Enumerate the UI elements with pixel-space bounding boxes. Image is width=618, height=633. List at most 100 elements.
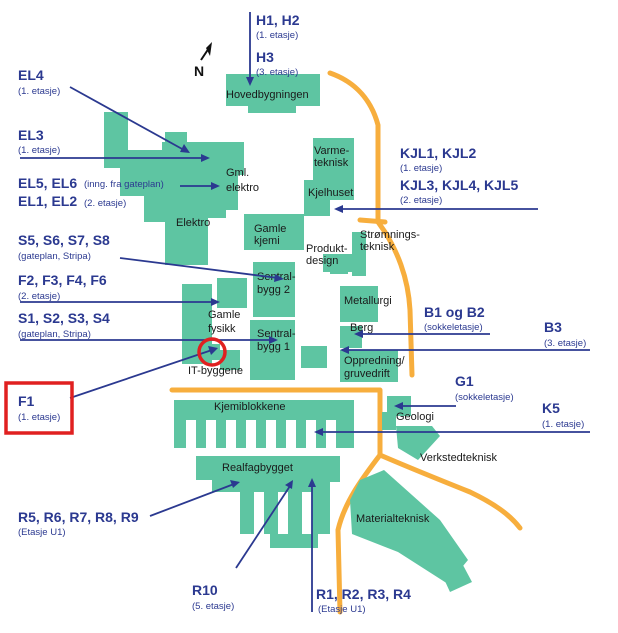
elektro-building [104,112,244,265]
sentralbygg-1-building [250,320,295,380]
building-name-strom-1: Strømnings- [360,229,420,241]
arrow-b3 [340,346,590,354]
room-floor-k5: (1. etasje) [542,419,584,430]
room-floor-s5s8: (gateplan, Stripa) [18,251,91,262]
building-name-verksted: Verkstedteknisk [420,452,498,464]
sentralbygg-2-wing [217,278,247,308]
it-highlight-circle [197,337,227,367]
building-name-sentral1-2: bygg 1 [257,341,290,353]
building-name-produkt-1: Produkt- [306,243,348,255]
building-name-kjelhuset: Kjelhuset [308,187,353,199]
room-label-r5r9: R5, R6, R7, R8, R9 [18,509,139,525]
realfagbygget-south-block [270,534,318,548]
building-name-metallurgi: Metallurgi [344,295,392,307]
room-label-kjl12: KJL1, KJL2 [400,145,476,161]
building-name-berg: Berg [350,322,373,334]
building-labels: Hovedbygningen Varme- teknisk Kjelhuset … [176,89,498,525]
room-floor-el1el2: (2. etasje) [84,198,126,209]
building-name-produkt-2: design [306,255,338,267]
room-floor-b3: (3. etasje) [544,338,586,349]
arrow-s5s8 [119,257,284,282]
south-cross-road [357,217,388,225]
building-name-realfag: Realfagbygget [222,462,293,474]
gamle-kjemi-building [244,214,304,250]
southeast-road [377,452,523,531]
produktdesign-building [330,256,348,274]
north-label: N [194,63,204,79]
building-name-geologi: Geologi [396,411,434,423]
oppredning-building [340,350,398,382]
room-floor-kjl35: (2. etasje) [400,195,442,206]
room-floor-el3: (1. etasje) [18,145,60,156]
room-label-h3: H3 [256,49,274,65]
room-floor-g1: (sokkeletasje) [455,392,514,403]
metallurgi-building [340,286,378,322]
room-floor-b1b2: (sokkeletasje) [424,322,483,333]
building-name-kjemiblokkene: Kjemiblokkene [214,401,286,413]
building-name-gml-1: Gml. [226,167,249,179]
north-arrow: N [194,42,212,79]
room-label-s1s4: S1, S2, S3, S4 [18,310,110,326]
arrow-kjl35 [334,205,538,213]
stromningsteknisk-building [352,232,366,276]
arrow-el5 [180,182,220,190]
f1-highlight-box [4,381,74,435]
east-road [327,70,415,378]
room-labels: H1, H2 (1. etasje) H3 (3. etasje) EL4 (1… [18,12,586,615]
room-label-b1b2: B1 og B2 [424,304,485,320]
room-label-g1: G1 [455,373,474,389]
building-name-strom-2: teknisk [360,241,395,253]
arrow-g1 [394,402,456,410]
room-label-f2f6: F2, F3, F4, F6 [18,272,107,288]
room-floor-h3: (3. etasje) [256,67,298,78]
room-label-k5: K5 [542,400,560,416]
room-floor-r10: (5. etasje) [192,601,234,612]
building-name-sentral1-1: Sentral- [257,328,296,340]
room-label-el1el2: EL1, EL2 [18,193,77,209]
arrow-el4 [69,86,190,153]
room-label-f1: F1 [18,393,35,409]
materialteknisk-wing [426,540,472,592]
building-name-gamle-fysikk-2: fysikk [208,323,236,335]
building-name-sentral2-2: bygg 2 [257,284,290,296]
building-name-varme-1: Varme- [314,145,350,157]
room-floor-h1h2: (1. etasje) [256,30,298,41]
room-label-el3: EL3 [18,127,44,143]
room-label-s5s8: S5, S6, S7, S8 [18,232,110,248]
elektro-annex-building [165,132,187,146]
building-name-gamle-kjemi-1: Gamle [254,223,286,235]
verkstedteknisk-annex [382,412,396,430]
arrow-f1 [69,346,218,399]
building-name-elektro: Elektro [176,217,210,229]
kjemiblokkene-building [174,400,354,448]
arrow-s1s4 [20,336,278,344]
building-name-it: IT-byggene [188,365,243,377]
buildings [104,74,472,592]
arrow-r5r9 [149,480,240,517]
room-label-b3: B3 [544,319,562,335]
building-name-hovedbygningen: Hovedbygningen [226,89,309,101]
arrow-k5 [314,428,590,436]
room-floor-r5r9: (Etasje U1) [18,527,66,538]
arrow-r1r4 [308,478,316,612]
arrow-f2f6 [20,298,220,306]
verkstedteknisk-building [396,426,440,460]
room-label-r1r4: R1, R2, R3, R4 [316,586,411,602]
room-floor-el5el6: (inng. fra gateplan) [84,179,164,190]
room-label-el5el6: EL5, EL6 [18,175,77,191]
sentralbygg-1-wing [301,346,327,368]
building-name-gamle-kjemi-2: kjemi [254,235,280,247]
building-name-varme-2: teknisk [314,157,349,169]
room-floor-f1: (1. etasje) [18,412,60,423]
arrow-r10 [235,480,293,569]
room-floor-f2f6: (2. etasje) [18,291,60,302]
berg-building [340,326,362,348]
realfagbygget-building [196,456,340,534]
room-label-el4: EL4 [18,67,44,83]
pointer-arrows [20,12,590,612]
room-floor-kjl12: (1. etasje) [400,163,442,174]
building-name-material: Materialteknisk [356,513,430,525]
building-name-oppredning-1: Oppredning/ [344,355,405,367]
building-name-gml-2: elektro [226,182,259,194]
